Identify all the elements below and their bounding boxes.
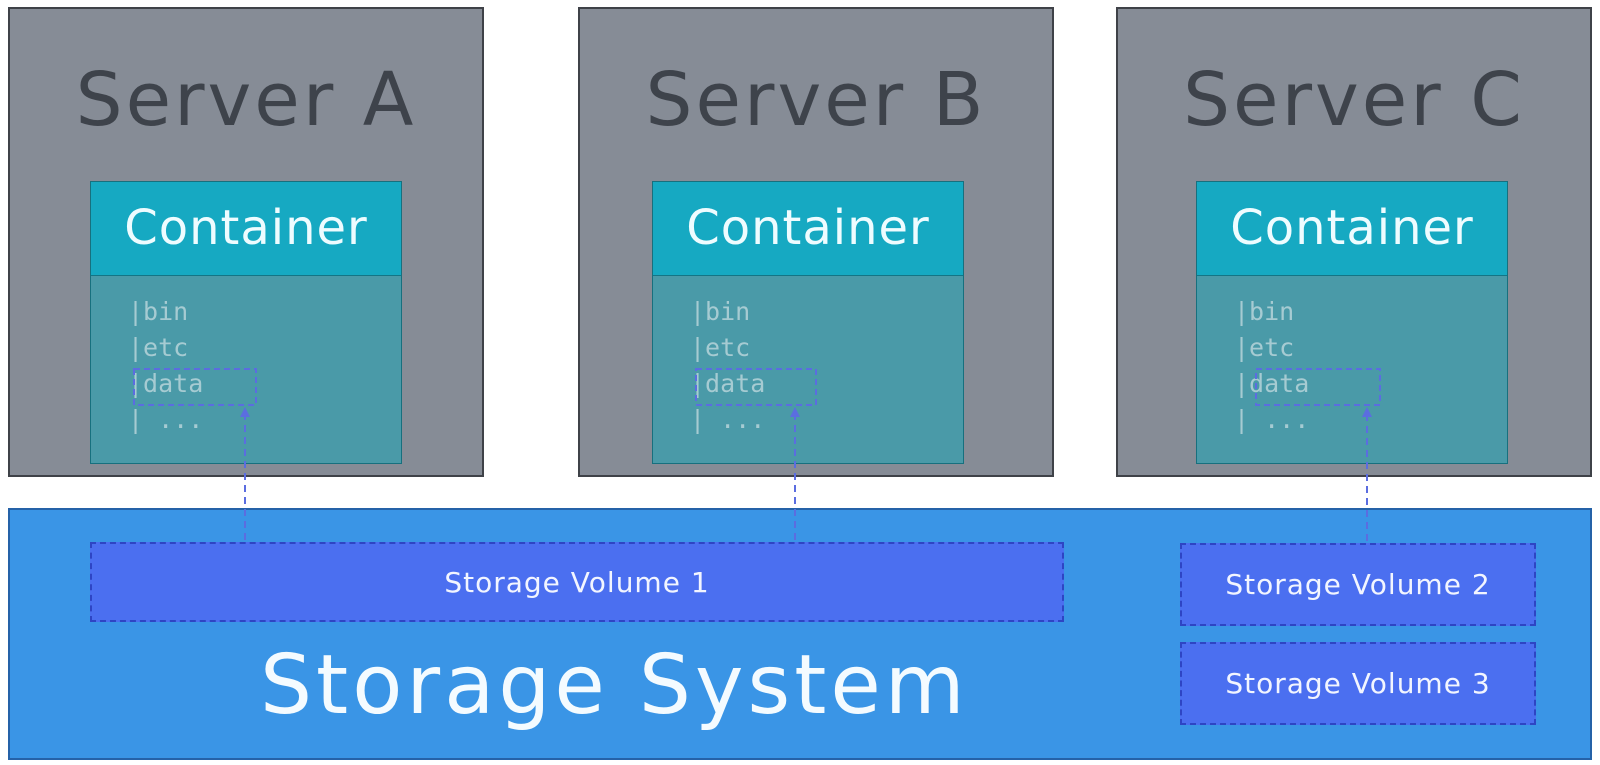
path-bin: |bin: [1234, 297, 1295, 326]
filesystem-list: |bin |etc |data | ...: [690, 294, 765, 438]
container-label: Container: [1230, 200, 1474, 256]
storage-system-title: Storage System: [260, 638, 969, 733]
path-more: | ...: [128, 405, 204, 434]
path-more: | ...: [1234, 405, 1310, 434]
container-label: Container: [686, 200, 930, 256]
path-etc: |etc: [1234, 333, 1295, 362]
storage-volume-1: Storage Volume 1: [90, 542, 1064, 622]
server-b-container: Container |bin |etc |data | ...: [652, 181, 964, 464]
container-header: Container: [1197, 182, 1507, 276]
path-data: |data: [690, 369, 766, 398]
storage-volume-2-label: Storage Volume 2: [1225, 568, 1491, 601]
storage-system: Storage Volume 1 Storage Volume 2 Storag…: [8, 508, 1592, 760]
container-label: Container: [124, 200, 368, 256]
path-data: |data: [1234, 369, 1310, 398]
storage-volume-3: Storage Volume 3: [1180, 642, 1536, 725]
path-bin: |bin: [690, 297, 751, 326]
server-c: Server C Container |bin |etc |data | ...: [1116, 7, 1592, 477]
server-b-title: Server B: [645, 57, 987, 143]
server-c-container: Container |bin |etc |data | ...: [1196, 181, 1508, 464]
storage-volume-3-label: Storage Volume 3: [1225, 667, 1491, 700]
server-a: Server A Container |bin |etc |data | ...: [8, 7, 484, 477]
container-header: Container: [91, 182, 401, 276]
storage-volume-2: Storage Volume 2: [1180, 543, 1536, 626]
server-c-title: Server C: [1183, 57, 1525, 143]
path-etc: |etc: [128, 333, 189, 362]
path-bin: |bin: [128, 297, 189, 326]
storage-volume-1-label: Storage Volume 1: [444, 565, 710, 599]
container-header: Container: [653, 182, 963, 276]
path-etc: |etc: [690, 333, 751, 362]
server-a-title: Server A: [75, 57, 417, 143]
filesystem-list: |bin |etc |data | ...: [1234, 294, 1309, 438]
server-b: Server B Container |bin |etc |data | ...: [578, 7, 1054, 477]
path-data: |data: [128, 369, 204, 398]
path-more: | ...: [690, 405, 766, 434]
filesystem-list: |bin |etc |data | ...: [128, 294, 203, 438]
server-a-container: Container |bin |etc |data | ...: [90, 181, 402, 464]
